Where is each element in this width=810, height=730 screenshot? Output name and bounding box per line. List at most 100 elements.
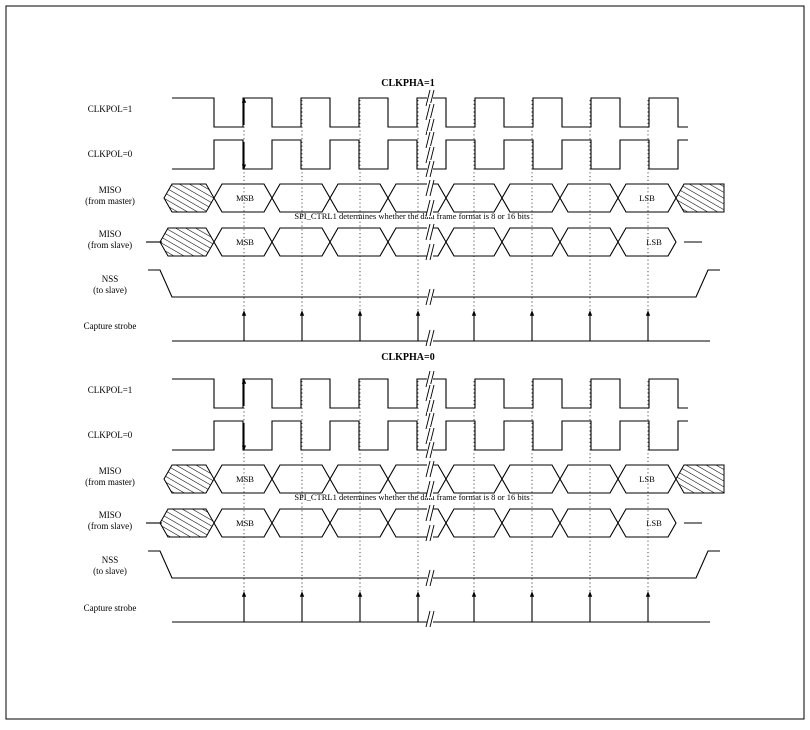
- miso-master-bus-cell: [501, 464, 561, 494]
- time-break-mark: [425, 504, 431, 522]
- time-break-mark: [425, 118, 431, 136]
- signal-label-from-master: (from master): [85, 196, 135, 206]
- signal-label-clkpol1: CLKPOL=1: [88, 385, 133, 395]
- time-break-mark: [425, 610, 431, 628]
- miso-slave-bus-cell: [617, 508, 677, 538]
- signal-label-to-slave: (to slave): [93, 285, 127, 295]
- time-break-mark: [425, 384, 431, 402]
- miso-slave-bus-cell: [559, 227, 619, 257]
- time-break-mark-gap: [427, 480, 433, 498]
- miso-slave-lsb: LSB: [646, 518, 662, 528]
- time-break-mark-gap: [427, 223, 433, 241]
- time-break-mark-gap: [427, 131, 433, 149]
- nss-waveform: [148, 269, 720, 298]
- time-break-mark: [425, 569, 431, 587]
- time-break-mark-gap: [427, 370, 433, 388]
- time-break-mark: [429, 480, 435, 498]
- time-break-mark: [429, 524, 435, 542]
- signal-label-from-master: (from master): [85, 477, 135, 487]
- miso-slave-bus-cell: [559, 508, 619, 538]
- time-break-mark: [425, 399, 431, 417]
- signal-label-nss: NSS: [102, 555, 119, 565]
- time-break-mark-gap: [427, 160, 433, 178]
- signal-label-from-slave: (from slave): [88, 240, 132, 250]
- time-break-mark-gap: [427, 504, 433, 522]
- miso-master-lsb: LSB: [639, 193, 655, 203]
- time-break-mark-gap: [427, 412, 433, 430]
- signal-label-clkpol0: CLKPOL=0: [88, 430, 133, 440]
- time-break-mark: [429, 131, 435, 149]
- time-break-mark: [429, 329, 435, 347]
- time-break-mark: [429, 179, 435, 197]
- signal-label-nss: NSS: [102, 274, 119, 284]
- miso-master-lsb: LSB: [639, 474, 655, 484]
- signal-label-miso: MISO: [99, 510, 122, 520]
- time-break-mark: [425, 223, 431, 241]
- miso-master-bus-cell: [271, 464, 331, 494]
- time-break-mark: [429, 441, 435, 459]
- miso-master-bus-cell: [271, 183, 331, 213]
- time-break-mark-gap: [427, 384, 433, 402]
- time-break-mark-gap: [427, 399, 433, 417]
- time-break-mark-gap: [427, 460, 433, 478]
- nss-waveform: [148, 550, 720, 579]
- time-break-mark: [425, 441, 431, 459]
- time-break-mark-gap: [427, 118, 433, 136]
- frame-format-note: SPI_CTRL1 determines whether the data fr…: [294, 211, 529, 221]
- time-break-mark: [425, 103, 431, 121]
- time-break-mark-gap: [427, 610, 433, 628]
- section-clkpha-0: CLKPHA=0 CLKPOL=1 CLKPOL=0 MISO (from ma…: [84, 352, 662, 613]
- miso-master-bus-hatch-left: [163, 464, 215, 494]
- signal-label-from-slave: (from slave): [88, 521, 132, 531]
- miso-master-bus-cell: [329, 464, 389, 494]
- miso-slave-lsb: LSB: [646, 237, 662, 247]
- time-break-mark-gap: [427, 199, 433, 217]
- section-title: CLKPHA=0: [381, 352, 434, 363]
- miso-master-msb: MSB: [236, 474, 254, 484]
- signal-label-capture-strobe: Capture strobe: [84, 603, 137, 613]
- time-break-mark: [425, 179, 431, 197]
- signal-label-capture-strobe: Capture strobe: [84, 321, 137, 331]
- miso-master-bus-hatch-right: [675, 183, 725, 213]
- miso-master-bus-cell: [617, 464, 677, 494]
- time-break-mark-gap: [427, 427, 433, 445]
- time-break-mark: [425, 146, 431, 164]
- miso-slave-bus-cell: [271, 227, 331, 257]
- time-break-mark-gap: [427, 329, 433, 347]
- miso-master-bus-hatch-left: [163, 183, 215, 213]
- miso-master-bus-cell: [559, 183, 619, 213]
- signal-label-miso: MISO: [99, 185, 122, 195]
- time-break-mark: [425, 370, 431, 388]
- signal-label-miso: MISO: [99, 229, 122, 239]
- miso-master-bus-hatch-right: [675, 464, 725, 494]
- time-break-mark: [429, 243, 435, 261]
- miso-slave-bus-cell: [387, 227, 447, 257]
- time-break-mark-gap: [427, 524, 433, 542]
- time-break-mark-gap: [427, 146, 433, 164]
- time-break-mark-gap: [427, 569, 433, 587]
- miso-slave-bus-hatch-left: [159, 508, 215, 538]
- miso-master-bus-cell: [617, 183, 677, 213]
- time-break-mark: [425, 480, 431, 498]
- time-break-mark: [425, 460, 431, 478]
- time-break-mark-gap: [427, 243, 433, 261]
- miso-master-bus-cell: [559, 464, 619, 494]
- time-break-mark: [429, 504, 435, 522]
- time-break-mark: [425, 288, 431, 306]
- time-break-mark-gap: [427, 179, 433, 197]
- miso-slave-bus-cell: [501, 508, 561, 538]
- miso-slave-bus-cell: [329, 227, 389, 257]
- time-break-mark-gap: [427, 103, 433, 121]
- signal-label-clkpol1: CLKPOL=1: [88, 104, 133, 114]
- time-break-mark: [429, 103, 435, 121]
- clkpol0-waveform: [172, 139, 688, 170]
- time-break-mark-gap: [427, 441, 433, 459]
- miso-slave-bus-cell: [501, 227, 561, 257]
- time-break-mark: [425, 243, 431, 261]
- time-break-mark: [425, 89, 431, 107]
- time-break-mark: [425, 427, 431, 445]
- section-clkpha-1: CLKPHA=1 CLKPOL=1 CLKPOL=0 MISO (from ma…: [84, 78, 662, 331]
- miso-slave-bus-cell: [271, 508, 331, 538]
- time-break-mark-gap: [427, 288, 433, 306]
